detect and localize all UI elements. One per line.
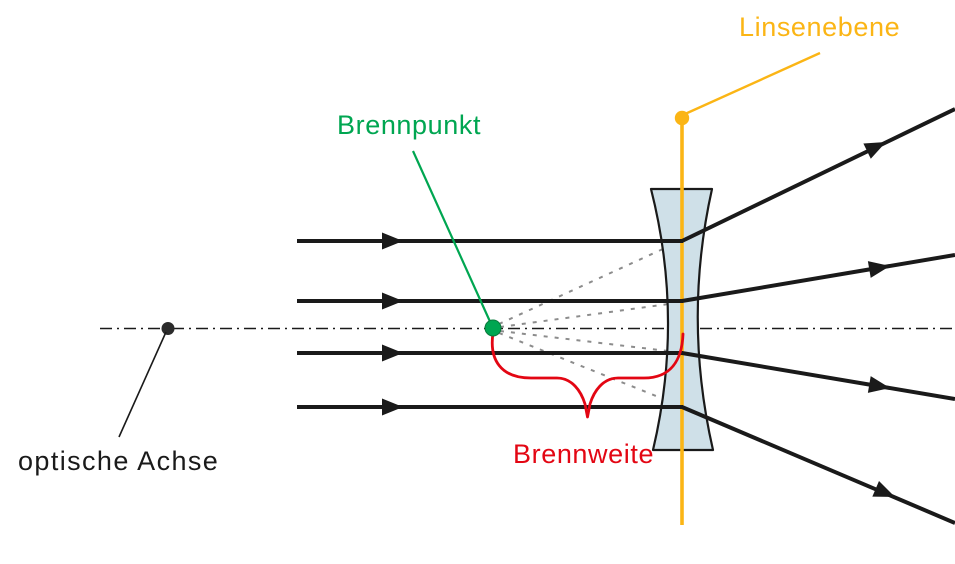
focal-length-label: Brennweite	[513, 439, 655, 469]
optical-axis-marker-group	[118, 322, 175, 438]
refracted-ray	[681, 107, 955, 243]
ray-arrowhead	[872, 480, 895, 497]
virtual-ray-extensions	[498, 242, 677, 405]
ray-arrowhead	[382, 398, 403, 416]
lens-plane-leader-line	[684, 51, 821, 116]
ray-arrowhead	[863, 142, 886, 159]
optical-axis-marker-dot	[161, 322, 175, 335]
ray-arrowhead	[382, 292, 403, 310]
ray-arrowhead	[382, 344, 403, 362]
virtual-ray-extension	[498, 332, 677, 405]
ray-arrowhead	[382, 232, 403, 250]
optical-axis-leader-line	[118, 331, 167, 438]
ray-arrowhead	[867, 261, 890, 278]
focal-point-dot	[484, 319, 502, 337]
refracted-rays	[681, 107, 955, 525]
virtual-ray-extension	[499, 302, 677, 328]
incoming-rays	[297, 232, 683, 416]
focal-point-group	[411, 150, 502, 337]
virtual-ray-extension	[499, 330, 677, 353]
lens-plane-label: Linsenebene	[739, 12, 901, 42]
optical-axis-label: optische Achse	[18, 446, 220, 476]
focal-point-label: Brennpunkt	[337, 110, 482, 140]
lens-plane-marker-dot	[674, 110, 690, 126]
ray-arrowhead	[867, 376, 890, 393]
virtual-ray-extension	[498, 242, 677, 325]
focal-point-leader-line	[411, 150, 494, 327]
refracted-ray	[681, 253, 955, 303]
focal-length-brace	[490, 331, 685, 419]
refracted-ray	[681, 351, 955, 401]
refracted-ray	[681, 405, 955, 525]
lens-plane-group	[674, 51, 821, 525]
